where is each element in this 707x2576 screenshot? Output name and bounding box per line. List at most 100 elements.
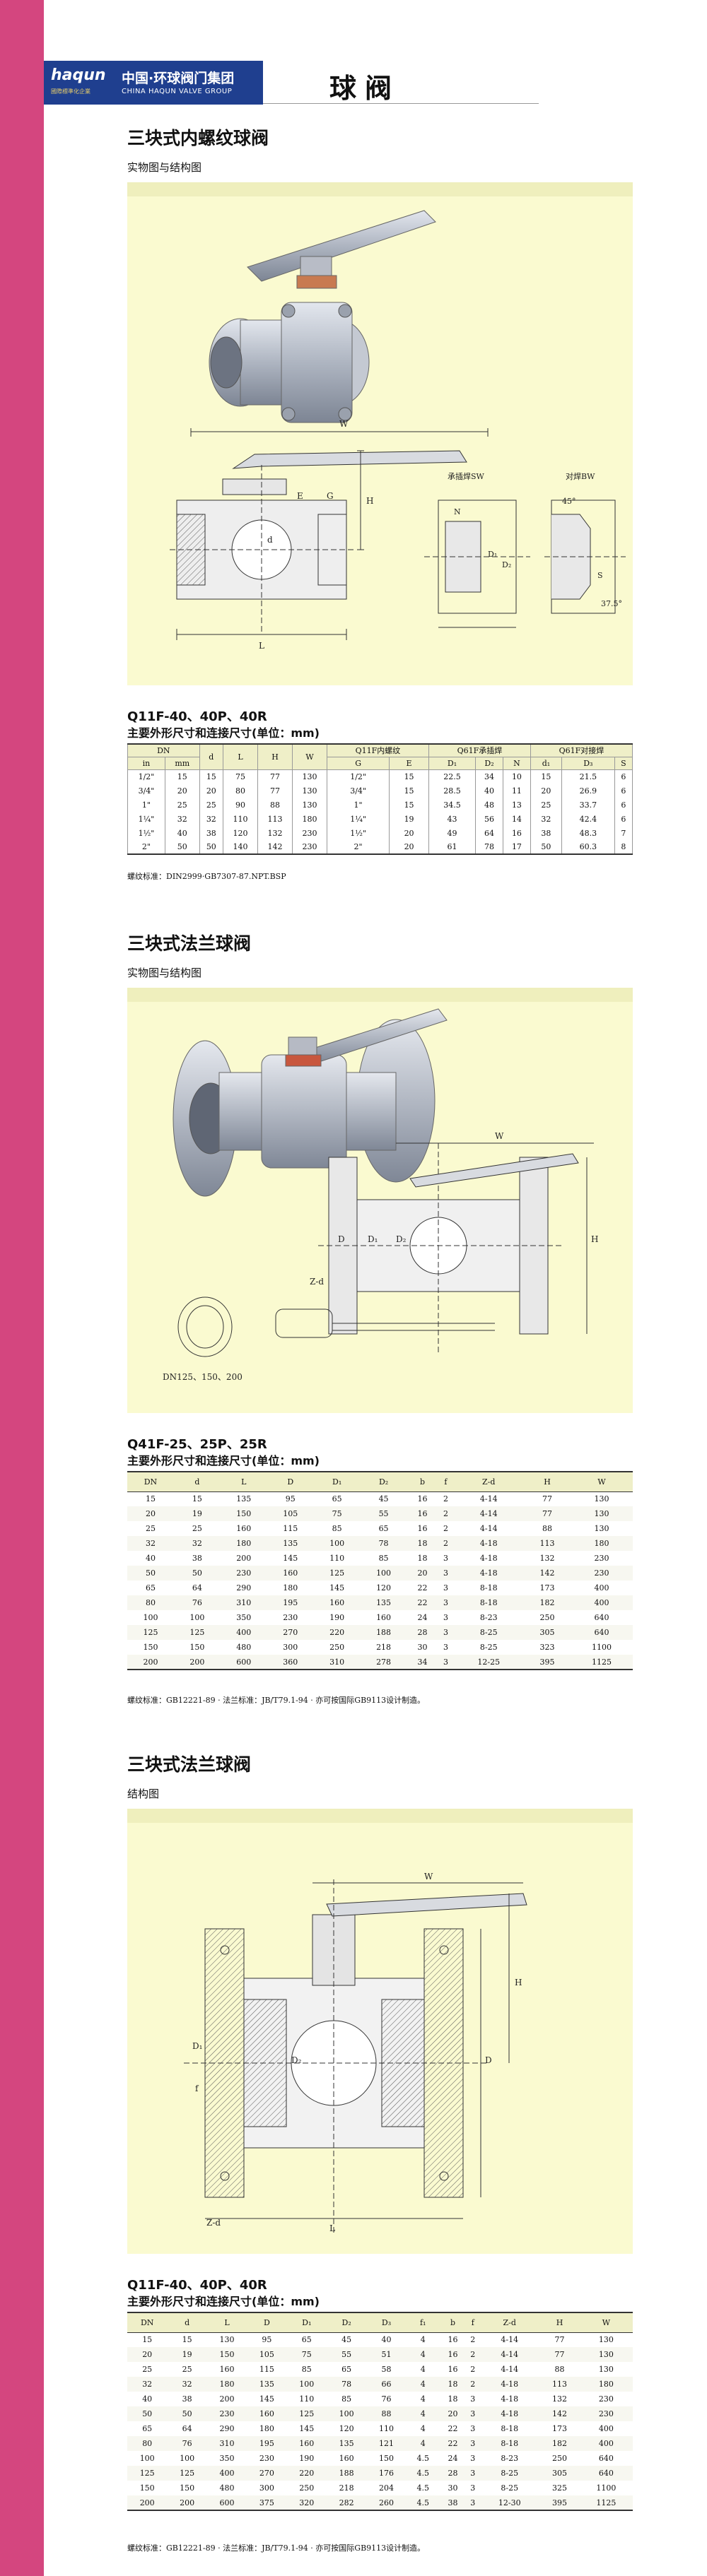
table-cell: 6	[614, 798, 633, 812]
table-cell: 180	[579, 2377, 633, 2392]
table-cell: 125	[127, 2466, 168, 2481]
table-cell: 20	[127, 2347, 168, 2362]
svg-text:承插焊SW: 承插焊SW	[448, 471, 485, 481]
table-header: b	[439, 2312, 467, 2333]
table-cell: 58	[381, 2365, 392, 2374]
table-cell: 180	[206, 2377, 247, 2392]
table-cell: 100	[326, 2406, 367, 2421]
section3-title: 三块式法兰球阀	[127, 1754, 252, 1775]
flanged-valve-section	[318, 1142, 594, 1355]
table-header: D	[247, 2312, 287, 2333]
table-cell: 20	[407, 1566, 438, 1581]
table-cell: 2	[466, 2377, 480, 2392]
table-cell: 65	[145, 1583, 156, 1593]
table-cell: 64	[192, 1583, 202, 1593]
table-cell: 105	[267, 1506, 314, 1521]
table-cell: 15	[192, 1494, 202, 1504]
section2-figure: W H D D₁ D₂ Z-d DN125、150、200	[163, 1008, 598, 1382]
table-cell: 320	[286, 2495, 327, 2510]
table-cell: 80	[223, 784, 258, 798]
section1-caption: 主要外形尺寸和连接尺寸(单位：mm)	[127, 726, 320, 740]
table-cell: 65	[301, 2335, 312, 2345]
table-cell: 25	[192, 1524, 202, 1533]
table-cell: 640	[570, 1625, 633, 1640]
table-cell: 18	[417, 1554, 428, 1563]
table-cell: 4-14	[479, 1524, 498, 1533]
table-header: D₂	[326, 2312, 367, 2333]
table-cell: 22.5	[428, 769, 477, 784]
table-cell: 300	[283, 1643, 298, 1652]
svg-text:D₁: D₁	[488, 550, 497, 559]
table-cell: 218	[339, 2483, 354, 2493]
table-header: DN	[127, 2312, 168, 2333]
table-header: D	[267, 1472, 314, 1492]
table-cell: 4	[406, 2347, 440, 2362]
table-cell: 38	[192, 1554, 202, 1563]
table-cell: 4	[406, 2377, 440, 2392]
table-cell: 200	[167, 2495, 207, 2510]
table-cell: 4-14	[501, 2335, 519, 2345]
table-cell: 8-23	[479, 1613, 498, 1622]
table-cell: 15	[164, 769, 200, 784]
table-cell: 34.5	[428, 798, 477, 812]
section1-spec-table: DN d L H W Q11F内螺纹 Q61F承插焊 Q61F对接焊 in mm…	[127, 743, 633, 855]
table-header: D₃	[561, 756, 615, 770]
svg-text:45°: 45°	[562, 497, 576, 506]
table-cell: 220	[286, 2466, 327, 2481]
table-cell: 7	[614, 826, 633, 840]
table-cell: 180	[283, 1583, 298, 1593]
table-cell: 3	[438, 1625, 454, 1640]
table-cell: 150	[143, 1643, 158, 1652]
table-cell: 150	[180, 2483, 195, 2493]
table-cell: 4-14	[479, 2347, 540, 2362]
table-cell: 56	[475, 812, 503, 826]
table-cell: 3/4"	[127, 784, 165, 798]
page-title: 球阀	[329, 72, 401, 104]
table-cell: 100	[313, 1536, 361, 1551]
svg-text:W: W	[495, 1131, 504, 1141]
table-cell: 85	[378, 1554, 389, 1563]
table-cell: 6	[614, 784, 633, 798]
table-cell: 1/2"	[127, 769, 165, 784]
table-cell: 16	[407, 1506, 438, 1521]
table-cell: 77	[539, 2347, 580, 2362]
table-cell: 115	[283, 1524, 298, 1533]
table-cell: 2	[443, 1494, 448, 1504]
table-cell: 115	[259, 2365, 274, 2374]
table-cell: 32	[164, 812, 200, 826]
table-cell: 130	[291, 769, 327, 784]
table-header: L	[206, 2312, 247, 2333]
table-cell: 130	[594, 1494, 609, 1504]
table-cell: 55	[326, 2347, 367, 2362]
table-cell: 20	[530, 784, 562, 798]
valve-section-drawing	[170, 428, 489, 640]
table-cell: 120	[376, 1583, 392, 1593]
table-cell: 30	[417, 1643, 428, 1652]
table-cell: 1¼"	[127, 812, 165, 826]
section3-diagram-labels: W H D D₁ D₂ Z-d f L	[192, 1872, 522, 2233]
table-cell: 25	[199, 798, 224, 812]
table-cell: 49	[428, 826, 477, 840]
table-cell: 18	[448, 2394, 458, 2404]
table-cell: 130	[598, 2365, 614, 2374]
table-cell: 4	[420, 2424, 426, 2433]
table-cell: 120	[339, 2424, 354, 2433]
table-header: f	[466, 2312, 480, 2333]
table-cell: 65	[341, 2365, 352, 2374]
table-cell: 3	[470, 2424, 476, 2433]
table-cell: 75	[223, 769, 258, 784]
table-cell: 50	[199, 840, 224, 854]
table-cell: 16	[502, 826, 531, 840]
table-cell: 220	[313, 1625, 361, 1640]
table-cell: 142	[539, 2406, 580, 2421]
table-cell: 480	[236, 1643, 252, 1652]
table-cell: 310	[313, 1655, 361, 1670]
svg-text:L: L	[329, 2223, 335, 2233]
table-header: D₁	[286, 2312, 327, 2333]
table-header: D₃	[366, 2312, 407, 2333]
table-cell: 160	[267, 1566, 314, 1581]
